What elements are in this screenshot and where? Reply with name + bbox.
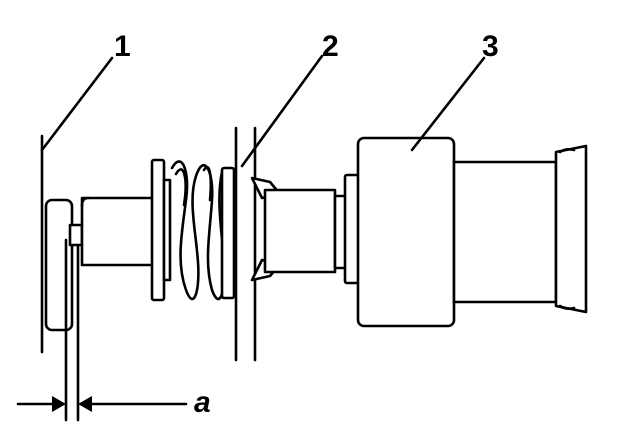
dimension-extension-lines: [64, 238, 80, 422]
callout-label-3: 3: [482, 30, 499, 63]
callout-leader-2: [240, 54, 324, 168]
callout-leader-1: [40, 56, 114, 152]
dimension-arrow-left: [16, 396, 66, 412]
cylinder-extension: [452, 144, 588, 314]
dimension-label-a: a: [194, 386, 211, 419]
dimension-arrow-right: [78, 396, 188, 412]
callout-label-1: 1: [114, 30, 131, 63]
callout-label-2: 2: [322, 30, 339, 63]
main-body: [356, 136, 456, 328]
coil-spring: [170, 160, 226, 301]
spring-seat-washer: [150, 158, 172, 302]
shaft-end-plate: [44, 198, 84, 332]
spring-retainer-washer: [220, 166, 236, 300]
stem-section: [263, 188, 349, 274]
shaft-body: [80, 196, 162, 267]
callout-leader-3: [410, 56, 486, 152]
reference-line-2: [234, 126, 257, 362]
